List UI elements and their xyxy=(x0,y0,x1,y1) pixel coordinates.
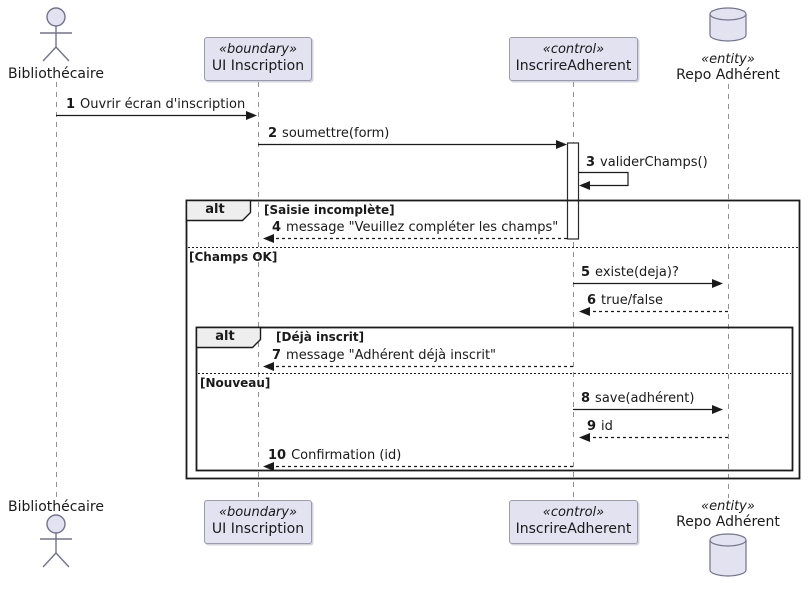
participant-inscrireadherent-bottom: «control» InscrireAdherent xyxy=(509,500,638,544)
participant-ui-inscription-top: «boundary» UI Inscription xyxy=(204,37,312,81)
outer-alt-guard-champs-ok: [Champs OK] xyxy=(189,250,278,264)
outer-alt-operator-label: alt xyxy=(205,202,225,217)
database-icon-bottom xyxy=(709,533,747,577)
actor-icon-top xyxy=(40,7,72,62)
participant-name: InscrireAdherent xyxy=(515,521,632,538)
participant-ui-inscription-bottom: «boundary» UI Inscription xyxy=(204,500,312,544)
stereotype-entity: «entity» xyxy=(701,52,755,67)
stereotype-control: «control» xyxy=(542,505,605,521)
activation-bar-inscrireadherent xyxy=(566,142,580,240)
stereotype-entity: «entity» xyxy=(701,499,755,514)
inner-alt-frame xyxy=(195,326,794,472)
participant-inscrireadherent-top: «control» InscrireAdherent xyxy=(509,37,638,81)
inner-alt-operator-label: alt xyxy=(215,329,235,344)
participant-name: UI Inscription xyxy=(211,58,305,75)
participant-name: UI Inscription xyxy=(211,521,305,538)
database-icon-top xyxy=(709,7,747,42)
outer-alt-frame xyxy=(185,199,801,480)
stereotype-boundary: «boundary» xyxy=(219,505,297,521)
inner-alt-guard-nouveau: [Nouveau] xyxy=(200,376,271,390)
participant-name: InscrireAdherent xyxy=(515,58,632,75)
participant-repo-adherent-top: «entity» Repo Adhérent xyxy=(653,52,803,83)
inner-alt-operator-pentagon xyxy=(195,326,262,349)
participant-repo-adherent-bottom: «entity» Repo Adhérent xyxy=(653,499,803,530)
arrow-msg3-self xyxy=(578,171,629,187)
participant-name: Repo Adhérent xyxy=(676,514,780,530)
inner-alt-guard-deja-inscrit: [Déjà inscrit] xyxy=(276,330,365,344)
actor-label-bottom: Bibliothécaire xyxy=(8,499,104,515)
actor-icon-bottom xyxy=(40,514,72,568)
actor-label-top: Bibliothécaire xyxy=(8,66,104,82)
outer-alt-operator-pentagon xyxy=(185,199,252,222)
message-arrows xyxy=(56,111,728,471)
outer-alt-guard-saisie-incomplete: [Saisie incomplète] xyxy=(264,203,395,217)
stereotype-control: «control» xyxy=(542,42,605,58)
lifelines xyxy=(56,82,729,500)
stereotype-boundary: «boundary» xyxy=(219,42,297,58)
participant-name: Repo Adhérent xyxy=(676,67,780,83)
